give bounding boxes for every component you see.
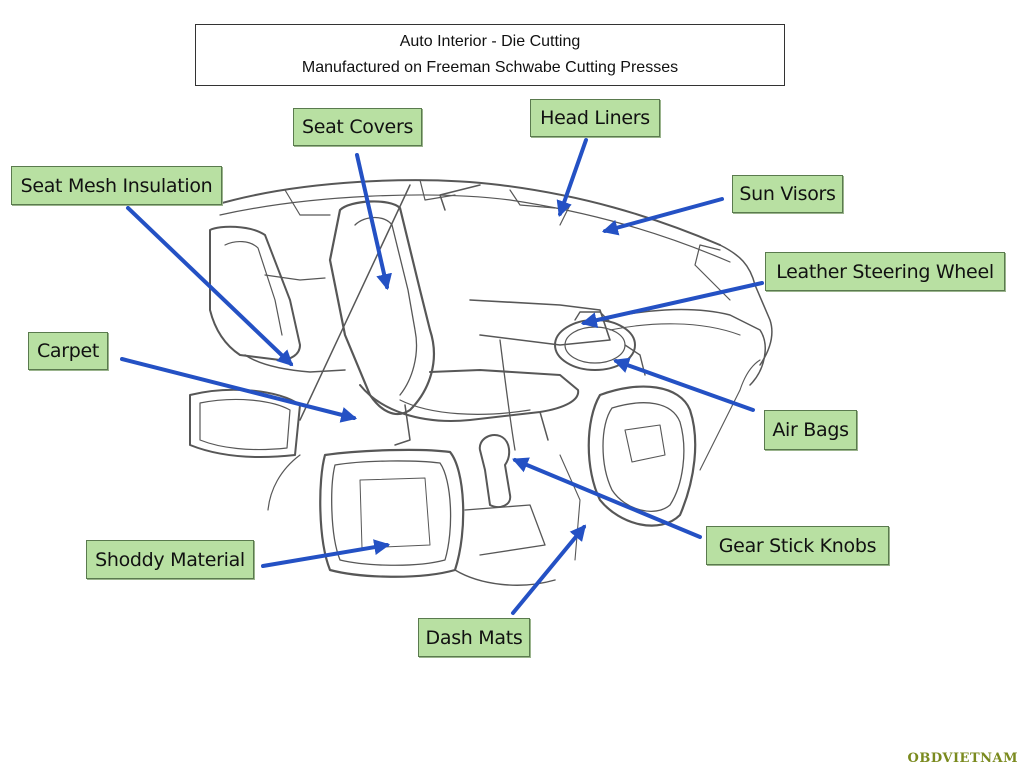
title-box: Auto Interior - Die Cutting Manufactured… (195, 24, 785, 86)
callout-arrows (120, 138, 764, 615)
label-shoddy-material: Shoddy Material (86, 540, 254, 579)
arrow-seat-mesh-insulation (126, 206, 294, 367)
label-seat-mesh-insulation: Seat Mesh Insulation (11, 166, 222, 205)
label-air-bags: Air Bags (764, 410, 857, 450)
arrow-carpet (120, 357, 358, 423)
label-leather-steering-wheel: Leather Steering Wheel (765, 252, 1005, 291)
arrow-seat-covers (355, 153, 392, 291)
interior-drawing (189, 179, 773, 586)
label-head-liners: Head Liners (530, 99, 660, 137)
title-line-2: Manufactured on Freeman Schwabe Cutting … (301, 59, 679, 76)
label-seat-covers: Seat Covers (293, 108, 422, 146)
label-sun-visors: Sun Visors (732, 175, 843, 213)
arrow-head-liners (556, 138, 588, 218)
title-line-1: Auto Interior - Die Cutting (399, 33, 581, 50)
label-gear-stick-knobs: Gear Stick Knobs (706, 526, 889, 565)
arrow-leather-steering-wheel (580, 281, 764, 328)
watermark: OBDVIETNAM (907, 751, 1018, 766)
arrow-shoddy-material (261, 539, 391, 568)
arrow-dash-mats (511, 524, 587, 615)
label-carpet: Carpet (28, 332, 108, 370)
label-dash-mats: Dash Mats (418, 618, 530, 657)
arrow-air-bags (612, 357, 755, 412)
arrow-sun-visors (601, 197, 724, 236)
arrow-gear-stick-knobs (512, 457, 702, 539)
